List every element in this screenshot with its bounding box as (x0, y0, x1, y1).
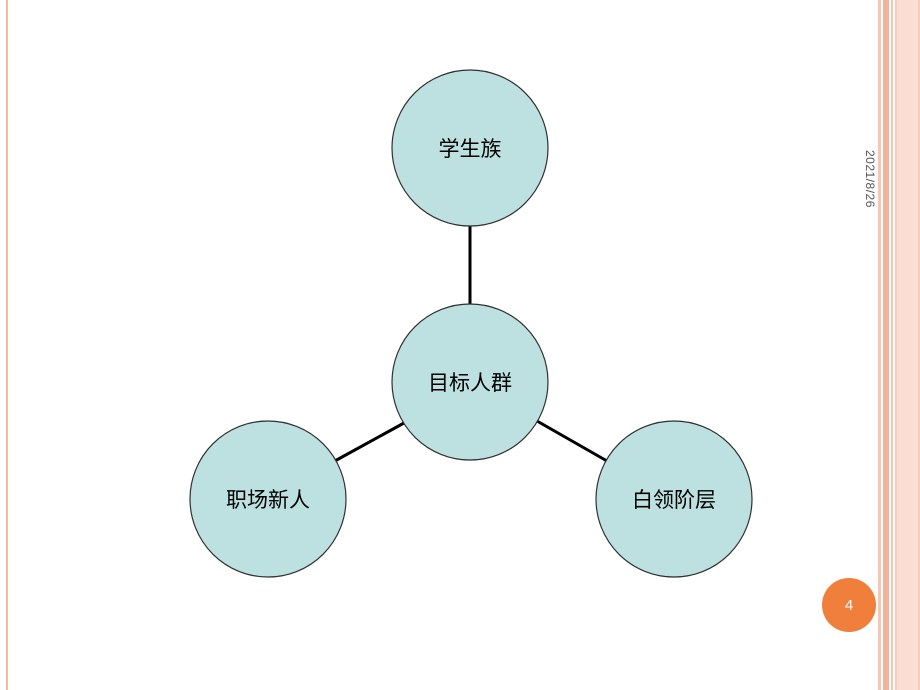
right-border-stripe (891, 0, 893, 690)
node-white-collar: 白领阶层 (595, 420, 753, 578)
node-center: 目标人群 (391, 303, 549, 461)
node-students: 学生族 (391, 69, 549, 227)
node-white-collar-label: 白领阶层 (632, 488, 716, 512)
right-border-stripe (878, 0, 881, 690)
connector-left (332, 421, 405, 464)
slide-date: 2021/8/26 (863, 150, 877, 208)
left-border-rule (6, 0, 8, 690)
node-students-label: 学生族 (439, 137, 502, 161)
right-border-stripe (883, 0, 889, 690)
connector-right (536, 419, 608, 463)
node-center-label: 目标人群 (428, 371, 512, 395)
page-number-badge: 4 (822, 578, 876, 632)
node-new-employees-label: 职场新人 (226, 488, 310, 512)
right-border-stripe (897, 0, 918, 690)
node-new-employees: 职场新人 (189, 420, 347, 578)
